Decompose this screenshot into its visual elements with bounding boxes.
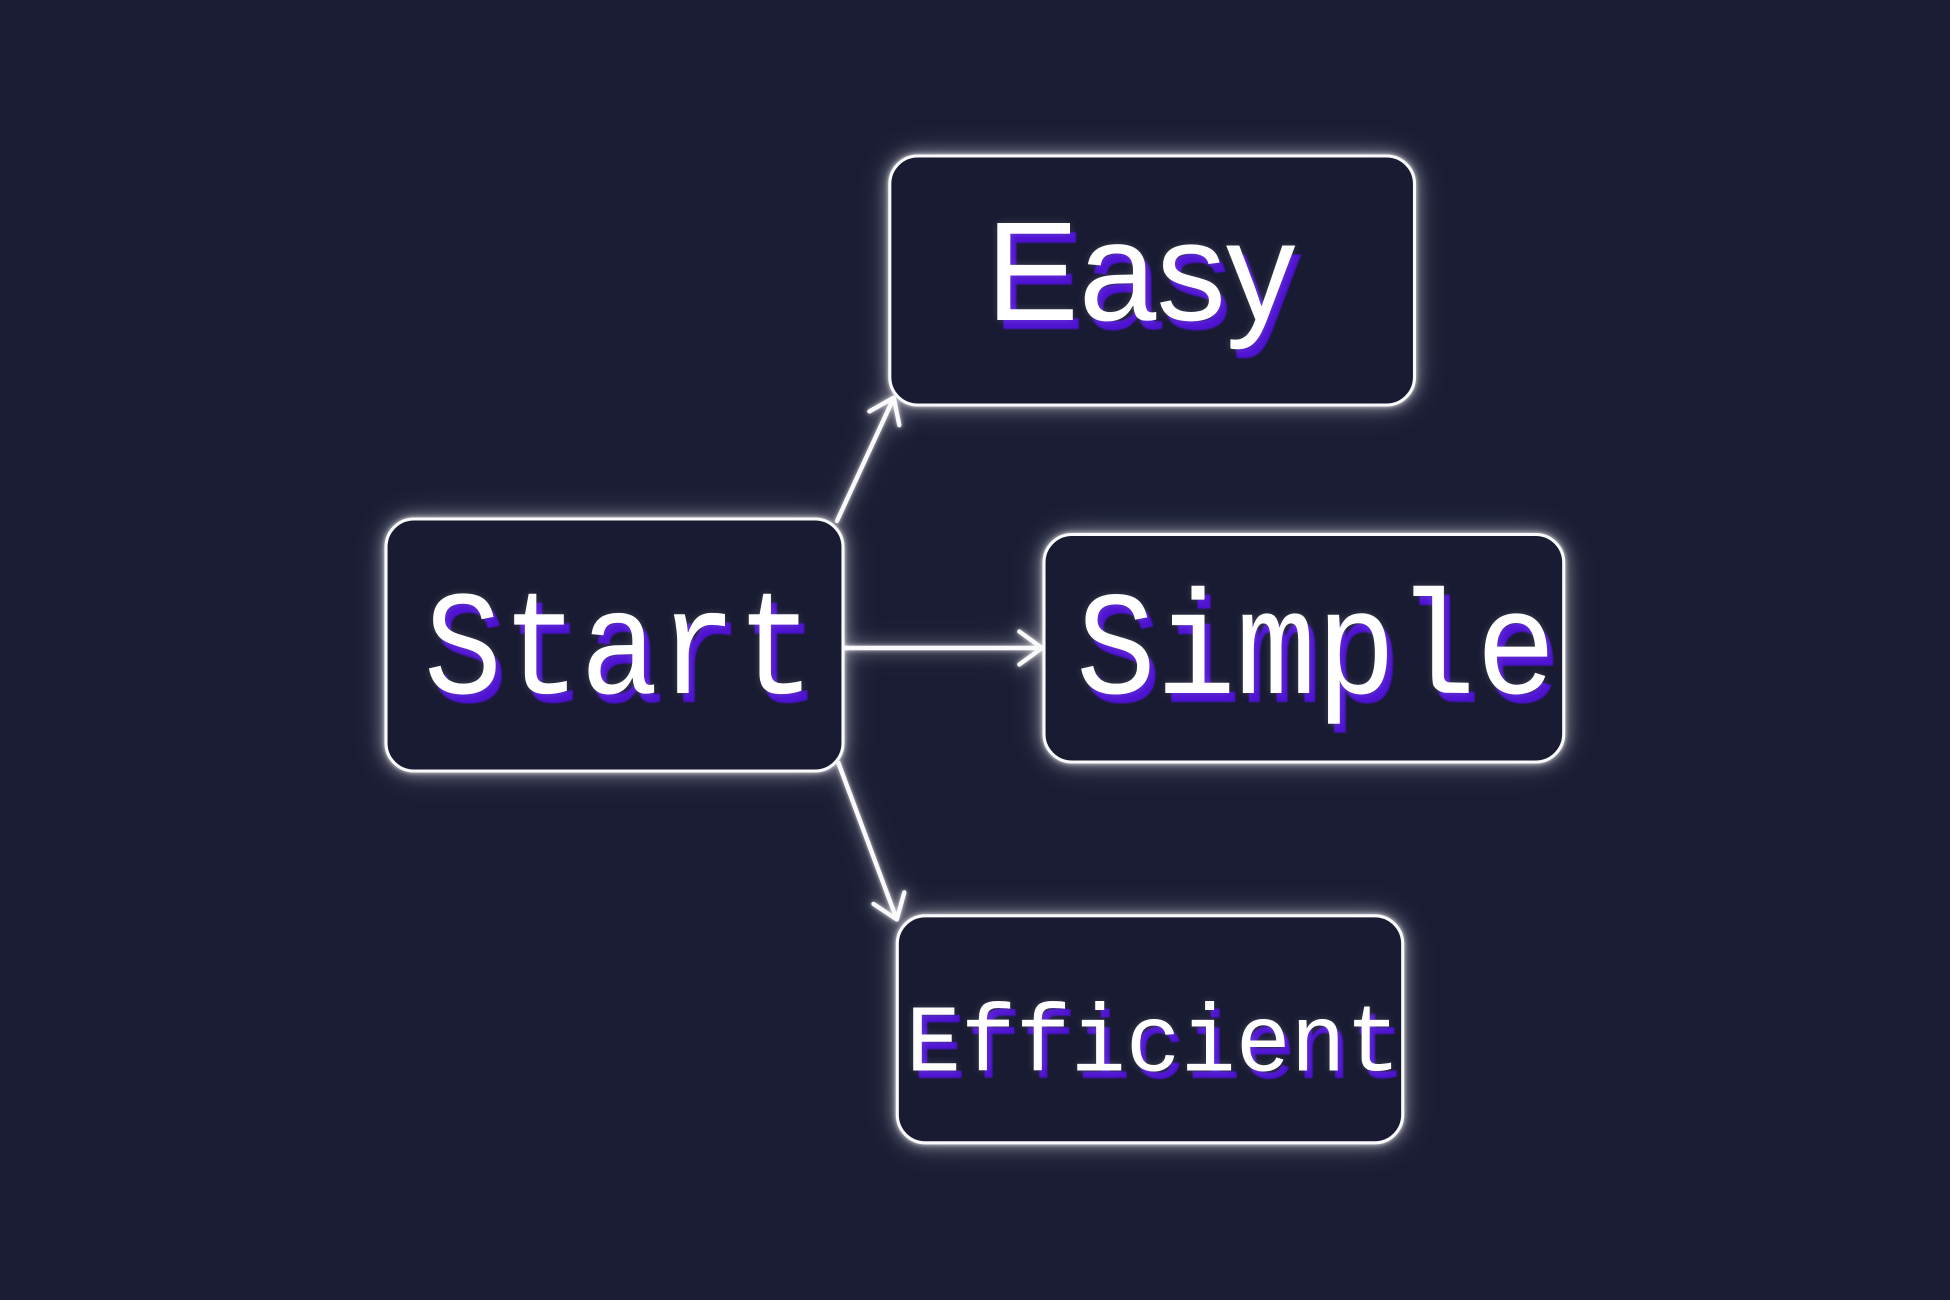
svg-text:Start: Start (424, 569, 815, 738)
svg-text:Easy: Easy (986, 192, 1296, 350)
svg-text:Efficient: Efficient (906, 991, 1401, 1100)
svg-text:Efficient: Efficient (912, 998, 1407, 1107)
svg-text:Simple: Simple (1076, 571, 1556, 738)
svg-text:Easy: Easy (992, 201, 1302, 359)
svg-text:Start: Start (430, 578, 821, 747)
svg-text:Simple: Simple (1082, 580, 1562, 747)
